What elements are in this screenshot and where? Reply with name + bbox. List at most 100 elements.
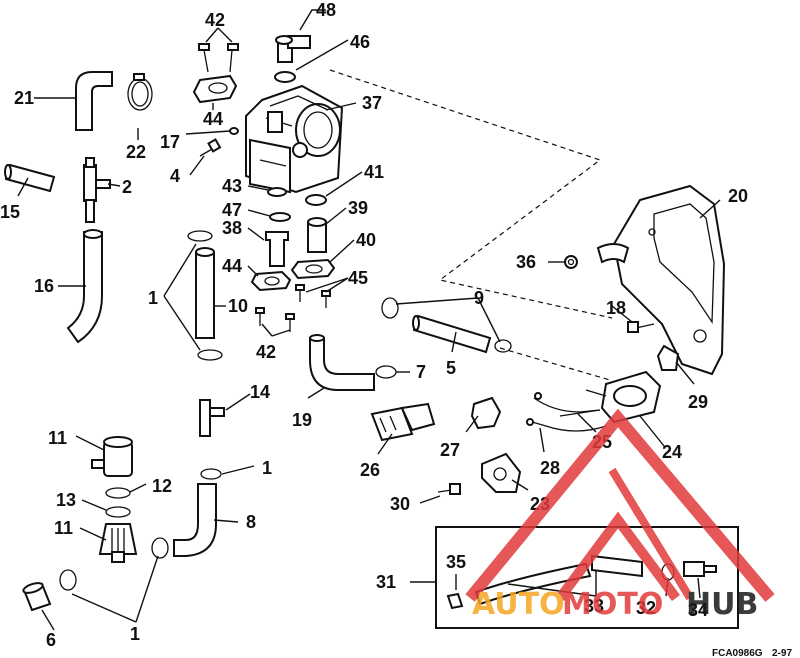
label-8: 8 (246, 512, 256, 532)
part-drawings (4, 35, 739, 629)
part-2-tee-fitting (83, 157, 111, 223)
label-45: 45 (348, 268, 368, 288)
watermark-auto: AUTO (472, 587, 565, 622)
label-42-mid: 42 (256, 342, 276, 362)
watermark-moto: MOTO (562, 587, 663, 622)
part-12-o-ring (105, 487, 131, 499)
part-45-screws (295, 284, 331, 308)
label-37: 37 (362, 93, 382, 113)
part-36-nut (564, 255, 578, 269)
label-13: 13 (56, 490, 76, 510)
label-1-right: 1 (262, 458, 272, 478)
watermark-hub: HUB (686, 587, 758, 622)
label-6: 6 (46, 630, 56, 650)
label-30: 30 (390, 494, 410, 514)
part-42-screws-top (198, 43, 239, 73)
part-28-screw (526, 418, 607, 432)
label-24: 24 (662, 442, 682, 462)
part-1-clamp-bottom-left (59, 569, 77, 591)
leader-lines (17, 9, 721, 631)
part-46-o-ring (274, 71, 296, 83)
label-46: 46 (350, 32, 370, 52)
watermark: AUTO MOTO HUB (465, 408, 775, 622)
label-9: 9 (474, 288, 484, 308)
label-39: 39 (348, 198, 368, 218)
label-41: 41 (364, 162, 384, 182)
part-20-plate (596, 184, 726, 376)
part-1-clamp-upper (187, 230, 213, 242)
label-4: 4 (170, 166, 180, 186)
part-9-clamp-left (381, 297, 399, 319)
part-23-bracket (481, 452, 522, 493)
label-12: 12 (152, 476, 172, 496)
part-38-fitting (265, 231, 289, 267)
label-11-top: 11 (48, 428, 67, 448)
part-43-seal (267, 187, 287, 197)
label-2: 2 (122, 177, 132, 197)
label-26: 26 (360, 460, 380, 480)
label-28: 28 (540, 458, 560, 478)
part-26-connector (370, 402, 436, 442)
label-35: 35 (446, 552, 466, 572)
part-1-clamp-bottom-right (151, 537, 169, 559)
part-27-clip (470, 396, 502, 430)
label-48: 48 (316, 0, 336, 20)
part-41-seal (305, 194, 327, 206)
label-42-top: 42 (205, 10, 225, 30)
part-33-hose (474, 554, 643, 606)
part-1-clamp-lower (197, 349, 223, 361)
label-10: 10 (228, 296, 248, 316)
label-31: 31 (376, 572, 396, 592)
label-18: 18 (606, 298, 626, 318)
part-13-seal (105, 506, 131, 518)
part-25-wire (533, 392, 601, 413)
part-44-gasket-top (192, 74, 238, 104)
part-11-filter-element (98, 523, 138, 563)
part-1-clamp-right (200, 468, 222, 480)
part-37-fuel-pump (245, 84, 344, 194)
label-15: 15 (0, 202, 20, 222)
part-8-curved-hose (173, 483, 217, 557)
part-42-screws-mid (255, 307, 295, 332)
part-15-hose (4, 163, 56, 193)
part-11-filter-bowl (91, 436, 133, 477)
part-39-fitting (307, 217, 327, 253)
part-17-washer (229, 127, 239, 135)
figure-code: FCA0986G (712, 648, 763, 658)
part-30-screw (437, 483, 461, 495)
part-16-curved-hose (66, 231, 103, 344)
label-11-bottom: 11 (54, 518, 73, 538)
label-34: 34 (688, 600, 708, 620)
part-47-o-ring (269, 212, 291, 222)
part-24-primer (559, 370, 662, 424)
label-5: 5 (446, 358, 456, 378)
part-4-screw (199, 138, 222, 157)
label-29: 29 (688, 392, 708, 412)
part-9-clamp-right (494, 339, 512, 353)
label-21: 21 (14, 88, 34, 108)
label-40: 40 (356, 230, 376, 250)
part-40-gasket (290, 258, 336, 280)
label-44-top: 44 (203, 109, 223, 129)
label-22: 22 (126, 142, 146, 162)
label-33: 33 (584, 596, 604, 616)
label-14: 14 (250, 382, 270, 402)
label-38: 38 (222, 218, 242, 238)
part-21-elbow-hose (75, 71, 113, 131)
part-22-clamp (127, 73, 153, 111)
label-17: 17 (160, 132, 180, 152)
label-43: 43 (222, 176, 242, 196)
part-18-screw (627, 321, 655, 333)
label-44-mid: 44 (222, 256, 242, 276)
label-32: 32 (636, 598, 656, 618)
part-35-clip (446, 592, 464, 610)
flow-lines (329, 69, 613, 381)
part-34-fitting (683, 561, 717, 577)
label-27: 27 (440, 440, 460, 460)
label-19: 19 (292, 410, 312, 430)
part-14-fitting (199, 399, 225, 437)
year-code: 2-97 (772, 648, 792, 658)
part-7-clamp (375, 365, 397, 379)
